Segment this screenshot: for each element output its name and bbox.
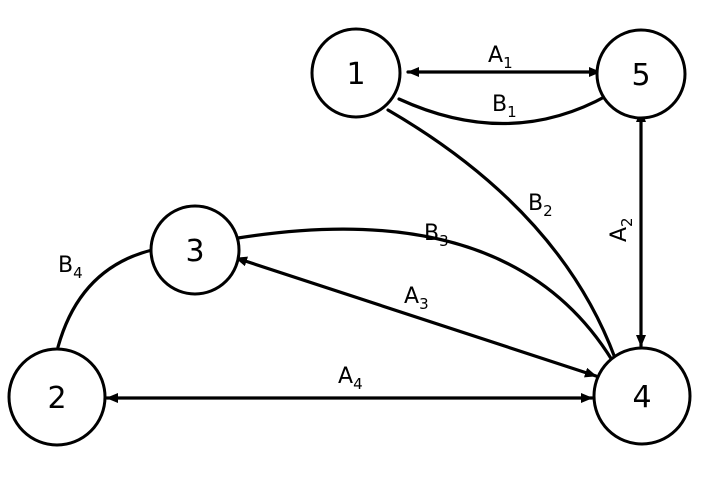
node-3-label: 3	[185, 234, 204, 269]
edge-b2-label: B2	[528, 191, 553, 220]
edge-b1-label: B1	[492, 92, 517, 121]
edge-a2-label: A2	[607, 217, 636, 242]
node-1-label: 1	[346, 57, 365, 92]
edge-b4-line	[56, 248, 154, 349]
edge-b2-line	[386, 108, 617, 360]
edge-a1-label: A1	[488, 43, 513, 72]
node-1: 1	[310, 27, 402, 119]
edge-b3-label: B3	[424, 221, 449, 250]
edge-b1-line	[397, 93, 610, 126]
node-5: 5	[595, 28, 687, 120]
edge-a3-label: A3	[404, 284, 429, 313]
edge-a4-label: A4	[338, 364, 363, 393]
node-3: 3	[149, 204, 241, 296]
node-4-label: 4	[632, 380, 651, 415]
edge-b4-label: B4	[58, 253, 83, 282]
node-4: 4	[592, 346, 692, 446]
edge-a3-line	[234, 256, 598, 378]
node-5-label: 5	[631, 58, 650, 93]
node-2-label: 2	[47, 381, 66, 416]
node-2: 2	[7, 347, 107, 447]
